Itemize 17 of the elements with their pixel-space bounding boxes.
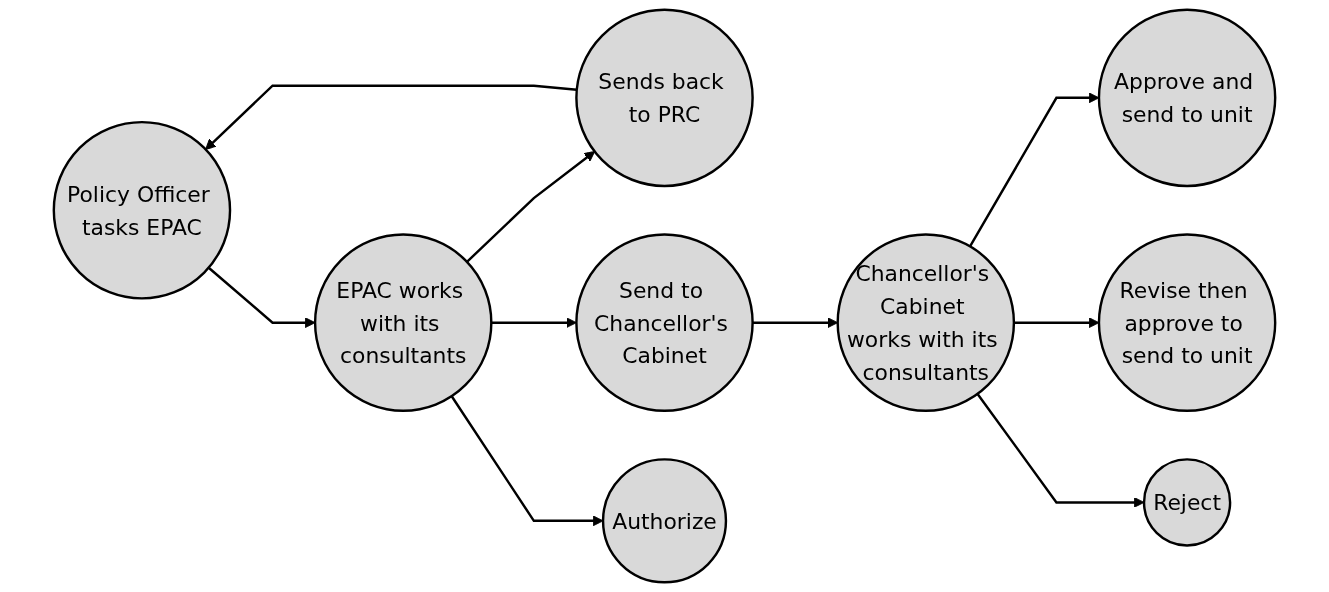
node-circle: Sends back to PRC	[575, 8, 754, 188]
arrow	[450, 395, 604, 527]
node-circle: Authorize	[601, 458, 728, 584]
node-circle: Approve and send to unit	[1097, 8, 1277, 188]
arrow	[1013, 317, 1100, 328]
arrow	[466, 151, 596, 263]
node-circle: EPAC works with its consultants	[313, 233, 493, 412]
arrow	[205, 84, 577, 150]
arrow	[491, 317, 577, 328]
arrow	[976, 393, 1145, 508]
arrow	[969, 92, 1100, 248]
node-circle: Send to Chancellor's Cabinet	[575, 233, 754, 412]
node-circle: Chancellor's Cabinet works with its consultants	[836, 233, 1016, 412]
node-circle: Policy Officer tasks EPAC	[52, 120, 232, 300]
arrow	[207, 266, 316, 328]
node-circle: Revise then approve to send to unit	[1097, 233, 1277, 412]
node-circle: Reject	[1142, 458, 1232, 547]
